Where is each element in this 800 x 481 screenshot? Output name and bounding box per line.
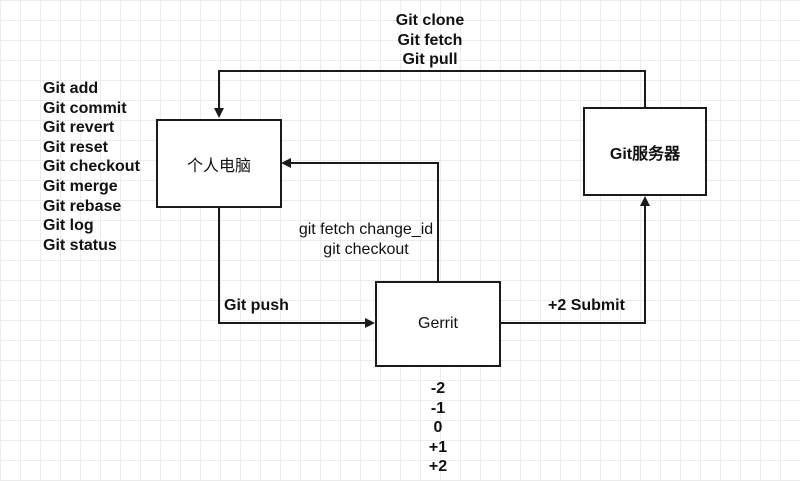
review-score: -2	[430, 380, 446, 397]
edge-label-submit: +2 Submit	[548, 297, 625, 314]
edge-label-git-fetch: Git fetch	[397, 31, 463, 49]
node-git-server-label: Git服务器	[609, 145, 681, 163]
node-gerrit-label: Gerrit	[418, 315, 458, 332]
node-gerrit: Gerrit	[375, 281, 501, 367]
local-command: Git log	[43, 217, 94, 235]
review-score: 0	[433, 419, 443, 437]
edge-label-git-pull: Git pull	[402, 51, 458, 69]
node-pc: 个人电脑	[156, 119, 282, 208]
edge-label-clone-fetch-pull: Git clone Git fetch Git pull	[330, 11, 530, 70]
local-command: Git checkout	[43, 158, 140, 176]
review-score: -1	[430, 399, 446, 417]
local-command: Git commit	[43, 99, 127, 117]
edge-label-git-push: Git push	[224, 297, 289, 314]
arrow-gerrit-to-pc	[281, 158, 439, 282]
local-command: Git merge	[43, 177, 118, 195]
arrow-gerrit-to-server	[500, 196, 650, 324]
edge-label-git-checkout: git checkout	[323, 240, 409, 258]
review-score: +2	[428, 458, 448, 476]
local-command: Git status	[43, 236, 117, 254]
local-command: Git add	[43, 80, 99, 97]
node-pc-label: 个人电脑	[186, 157, 251, 175]
local-command: Git reset	[43, 138, 108, 156]
review-scores: -2 -1 0 +1 +2	[408, 379, 468, 477]
arrow-server-to-pc	[214, 70, 646, 118]
node-git-server: Git服务器	[583, 107, 707, 196]
local-commands-list: Git add Git commit Git revert Git reset …	[43, 79, 140, 255]
arrow-pc-to-gerrit	[218, 207, 375, 328]
local-command: Git rebase	[43, 197, 122, 215]
edge-label-git-clone: Git clone	[395, 12, 465, 29]
edge-label-git-fetch-change-id: git fetch change_id	[298, 221, 434, 238]
review-score: +1	[428, 438, 448, 456]
edge-label-fetch-change: git fetch change_id git checkout	[286, 220, 446, 259]
local-command: Git revert	[43, 119, 115, 137]
